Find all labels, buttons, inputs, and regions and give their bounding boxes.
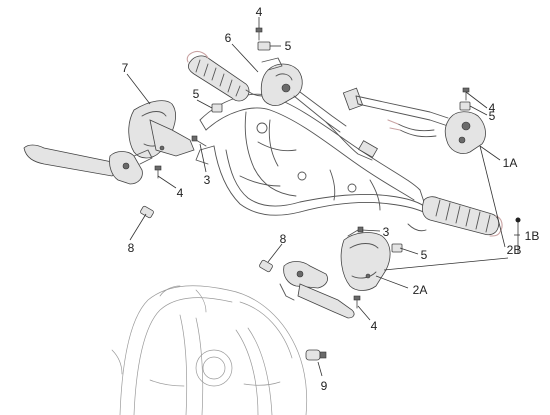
callout-6: 6 xyxy=(225,31,232,45)
callout-9: 9 xyxy=(321,379,328,393)
callout-3-mid: 3 xyxy=(383,225,390,239)
callout-5-left: 5 xyxy=(193,87,200,101)
left-grip xyxy=(186,50,263,102)
scooter-front-shield-outline xyxy=(111,285,308,415)
right-switch-assembly xyxy=(342,87,486,154)
callout-4-top: 4 xyxy=(256,5,263,19)
callout-4-left: 4 xyxy=(177,186,184,200)
callout-labels: 4 6 5 7 5 4 5 3 4 1A 1B 2B 8 3 8 5 2A 4 … xyxy=(122,5,540,393)
callout-4-right: 4 xyxy=(489,101,496,115)
right-switch-cover xyxy=(340,232,391,291)
callout-1B: 1B xyxy=(525,229,540,243)
callout-7: 7 xyxy=(122,61,129,75)
callout-8-left: 8 xyxy=(128,241,135,255)
callout-5-mid: 5 xyxy=(421,248,428,262)
small-fasteners xyxy=(140,27,471,361)
callout-2B: 2B xyxy=(507,243,522,257)
left-switch-cover xyxy=(128,100,195,159)
callout-5-right: 5 xyxy=(489,109,496,123)
left-brake-lever xyxy=(23,144,153,185)
callout-8-mid: 8 xyxy=(280,232,287,246)
handlebar-frame xyxy=(195,93,429,232)
right-brake-lever xyxy=(279,261,355,319)
callout-1A: 1A xyxy=(503,156,518,170)
right-grip xyxy=(422,196,503,237)
callout-4-bottom: 4 xyxy=(371,319,378,333)
left-switch-assembly xyxy=(260,57,378,161)
callout-2A: 2A xyxy=(413,283,428,297)
leader-lines xyxy=(126,17,521,377)
callout-3-left: 3 xyxy=(204,173,211,187)
callout-5-top: 5 xyxy=(285,39,292,53)
